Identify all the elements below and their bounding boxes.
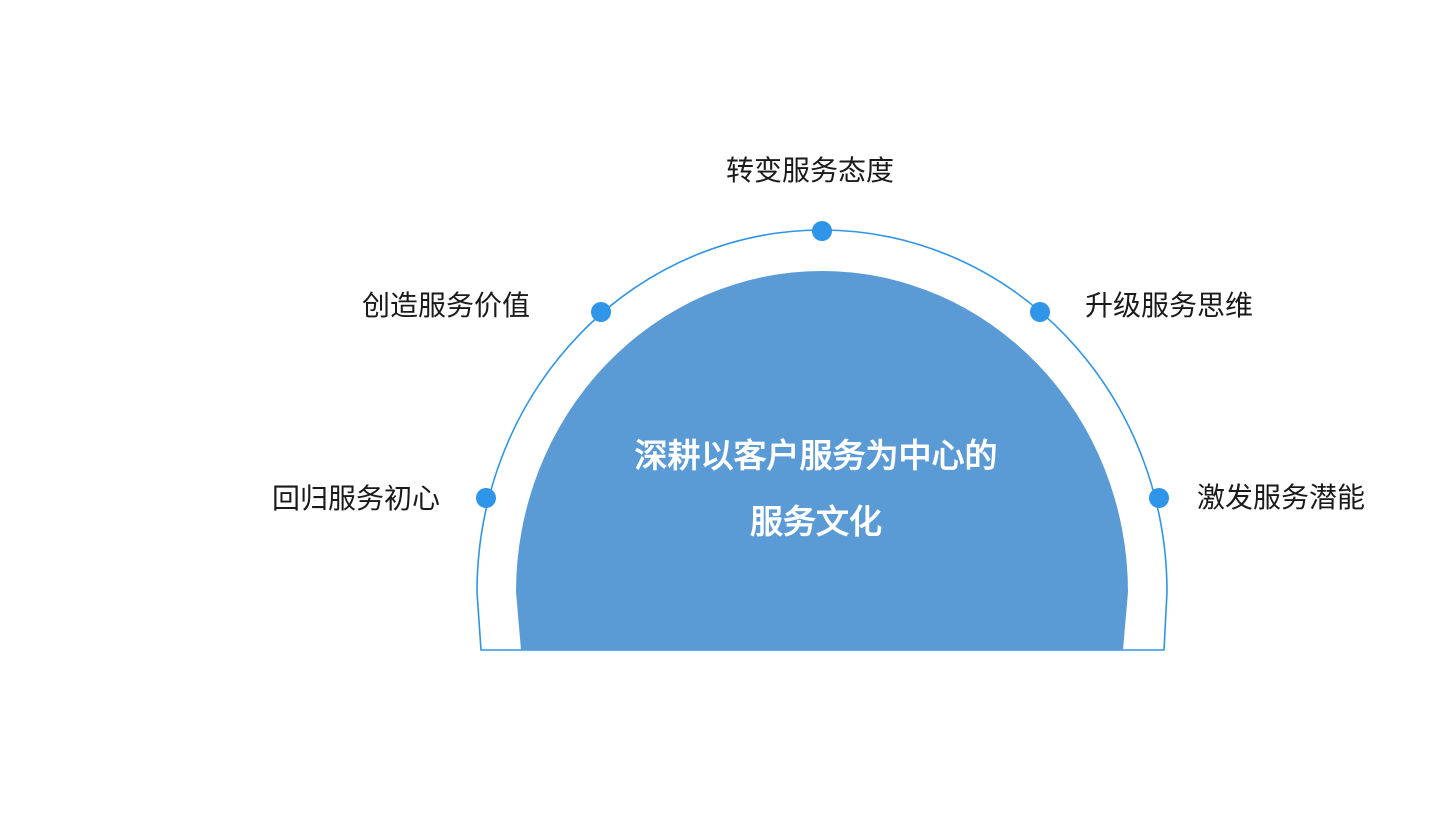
arc-dot-5: [1149, 488, 1169, 508]
arc-dot-1: [476, 488, 496, 508]
node-label-2: 创造服务价值: [362, 289, 531, 322]
node-label-4: 升级服务思维: [1085, 289, 1254, 322]
inner-dome: [516, 271, 1128, 650]
node-label-3: 转变服务态度: [726, 154, 895, 187]
center-title-line-1: 深耕以客户服务为中心的: [634, 436, 998, 475]
arc-dot-2: [591, 302, 611, 322]
node-label-5: 激发服务潜能: [1197, 481, 1366, 514]
arc-dot-3: [812, 221, 832, 241]
center-title-line-2: 服务文化: [750, 502, 882, 541]
arc-dot-4: [1030, 302, 1050, 322]
node-label-1: 回归服务初心: [272, 482, 441, 515]
